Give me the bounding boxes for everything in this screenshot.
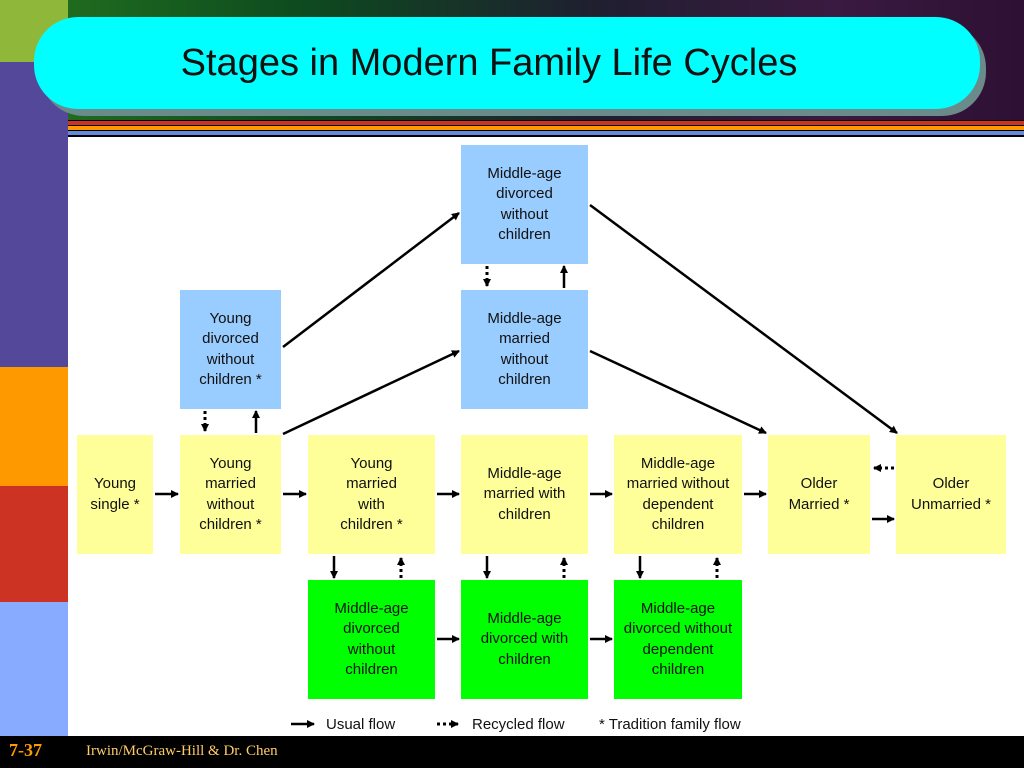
node-label: Middle-age married without dependent chi… [626, 454, 730, 534]
title-banner: Stages in Modern Family Life Cycles [34, 17, 980, 109]
legend-usual-flow: Usual flow [326, 716, 396, 733]
footer-credit: Irwin/McGraw-Hill & Dr. Chen [86, 743, 278, 759]
slide-title: Stages in Modern Family Life Cycles [180, 41, 798, 84]
node-young-married-with-children: Young married with children * [308, 435, 435, 554]
header-stripe-red [68, 121, 1024, 125]
node-middle-age-divorced-with-children: Middle-age divorced with children [461, 580, 588, 699]
node-middle-age-divorced-without-children-bottom: Middle-age divorced without children [308, 580, 435, 699]
header-stripe-orange [68, 126, 1024, 130]
node-label: Young single * [90, 475, 140, 513]
node-label: Middle-age divorced with children [480, 609, 569, 668]
node-middle-age-divorced-without-children-top: Middle-age divorced without children [461, 145, 588, 264]
slide-number: 7-37 [9, 740, 42, 760]
sidebar-block-orange [0, 367, 68, 486]
node-young-divorced-without-children: Young divorced without children * [180, 290, 281, 409]
node-middle-age-married-without-dependent-children: Middle-age married without dependent chi… [614, 435, 742, 554]
node-older-unmarried: Older Unmarried * [896, 435, 1006, 554]
sidebar-block-red [0, 486, 68, 602]
node-label: Middle-age divorced without children [334, 599, 409, 679]
legend-tradition-flow: * Tradition family flow [599, 716, 741, 733]
legend-recycled-flow: Recycled flow [472, 716, 565, 733]
node-young-married-without-children: Young married without children * [180, 435, 281, 554]
node-middle-age-married-with-children: Middle-age married with children [461, 435, 588, 554]
node-older-married: Older Married * [768, 435, 870, 554]
node-label: Older Unmarried * [910, 475, 992, 513]
node-label: Middle-age divorced without children [487, 164, 562, 244]
node-label: Young married with children * [340, 454, 403, 534]
node-label: Older Married * [788, 475, 850, 513]
node-label: Middle-age married without children [487, 309, 562, 389]
footer-bar [0, 736, 1024, 768]
sidebar-block-lightblue [0, 602, 68, 736]
header-stripe-blue [68, 131, 1024, 135]
node-label: Middle-age married with children [483, 464, 566, 523]
node-label: Middle-age divorced without dependent ch… [623, 599, 733, 679]
node-label: Young divorced without children * [199, 309, 262, 389]
node-middle-age-divorced-without-dependent-children: Middle-age divorced without dependent ch… [614, 580, 742, 699]
sidebar-block-purple [0, 62, 68, 367]
node-young-single: Young single * [77, 435, 153, 554]
node-label: Young married without children * [199, 454, 262, 534]
node-middle-age-married-without-children: Middle-age married without children [461, 290, 588, 409]
